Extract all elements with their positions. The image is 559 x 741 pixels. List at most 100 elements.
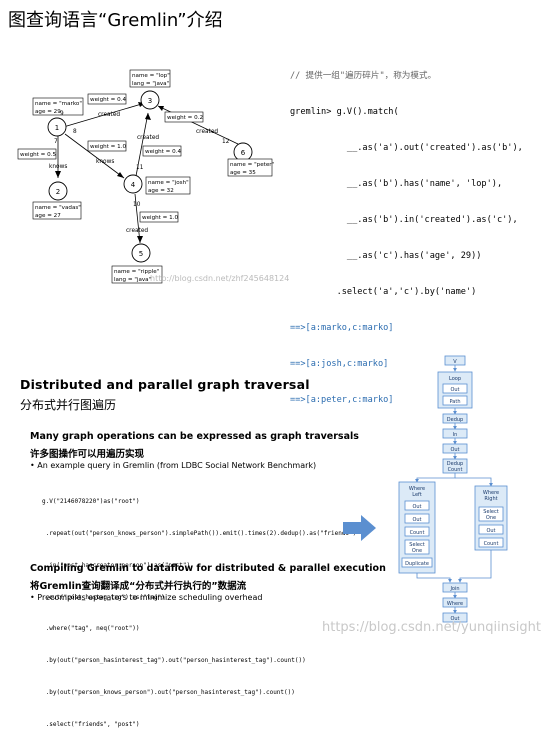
- right-item-count-label: Count: [484, 541, 499, 547]
- left-item-out-1-label: Out: [412, 504, 421, 510]
- top-watermark: http://blog.csdn.net/zhf245648124: [150, 274, 290, 283]
- right-item-out: [478, 524, 504, 535]
- edge-8-weight: weight = 1.0: [90, 144, 126, 150]
- query-line: .repeat(out("person_knows_person").simpl…: [42, 529, 357, 537]
- edge-9-weight-box: [87, 93, 127, 105]
- vertex-3-prop-lang: lang = "java": [132, 81, 170, 87]
- vertex-5-prop-name: name = "ripple": [114, 269, 160, 275]
- edge-9-id: 9: [60, 111, 64, 117]
- query-line: .by(out("person_hasinterest_tag").out("p…: [42, 657, 306, 665]
- edge-7-weight-box: [17, 148, 57, 160]
- vertex-2-id: 2: [56, 188, 60, 196]
- node-out: [442, 443, 468, 454]
- node-in-label: In: [453, 432, 458, 438]
- vertex-3-prop-name: name = "lop": [132, 73, 170, 79]
- node-loop-out: [442, 383, 468, 394]
- where-right-label-2: Right: [484, 496, 497, 502]
- edge-arrow-11: [145, 113, 151, 120]
- code-result: ==>[a:josh,c:marko]: [290, 359, 389, 369]
- page-title: 图查询语言“Gremlin”介绍: [8, 10, 223, 31]
- edge-line-8: [64, 133, 125, 179]
- left-item-select-one: [404, 539, 430, 555]
- code-line: gremlin> g.V().match(: [290, 107, 399, 117]
- section1-heading-cn: 许多图操作可以用遍历实现: [30, 449, 145, 460]
- right-arrow-icon: [343, 515, 376, 541]
- bottom-watermark: https://blog.csdn.net/yunqiinsight: [322, 620, 541, 635]
- vertex-4-props-box: [145, 176, 191, 195]
- query-line: .out("post_hastag_tag").as("tag"): [42, 593, 165, 601]
- left-item-duplicate-label: Duplicate: [405, 561, 429, 567]
- right-item-select-label-1: Select: [483, 509, 498, 515]
- vertex-1: [47, 117, 67, 137]
- edge-12-weight: weight = 0.2: [167, 115, 203, 121]
- property-graph-diagram: 1 2 3 4 5 6 name = "marko" age = 29 name…: [17, 69, 275, 284]
- code-line: __.as('a').out('created').as('b'),: [290, 143, 523, 153]
- flow-arrow: [416, 573, 452, 583]
- slide-title: Distributed and parallel graph traversal: [20, 377, 310, 392]
- node-where-label: Where: [447, 601, 463, 607]
- node-loop-out-label: Out: [450, 387, 459, 393]
- bullet-1: • An example query in Gremlin (from LDBC…: [30, 461, 317, 470]
- vertex-3-id: 3: [148, 97, 152, 105]
- right-item-select-label-2: One: [486, 515, 496, 521]
- node-out-label: Out: [450, 447, 459, 453]
- code-line: .select('a','c').by('name'): [290, 287, 477, 297]
- node-join: [442, 582, 468, 593]
- vertex-5: [131, 243, 151, 263]
- vertex-6-id: 6: [241, 149, 246, 157]
- node-join-label: Join: [449, 586, 459, 592]
- right-item-select-one: [478, 506, 504, 522]
- edge-11-label: created: [137, 135, 159, 141]
- node-dedup: [442, 413, 468, 424]
- code-line: __.as('c').has('age', 29)): [290, 251, 482, 261]
- vertex-1-prop-name: name = "marko": [35, 101, 82, 107]
- vertex-4-prop-age: age = 32: [148, 188, 174, 194]
- vertex-4-prop-name: name = "josh": [148, 180, 189, 186]
- edge-10-id: 10: [133, 202, 141, 208]
- edge-line-9: [59, 102, 146, 129]
- code-comment: // 提供一组"遍历碎片"，称为模式。: [290, 71, 437, 81]
- bullet-2: • Precompiles operators to minimize sche…: [30, 593, 263, 602]
- section2-heading: Compiling Gremlin to dataflow for distri…: [30, 563, 386, 574]
- code-result: ==>[a:marko,c:marko]: [290, 323, 394, 333]
- node-dedup-count: [442, 458, 468, 474]
- vertex-4-id: 4: [131, 181, 136, 189]
- vertex-1-id: 1: [55, 124, 59, 132]
- vertex-2-prop-name: name = "vadas": [35, 205, 81, 211]
- code-line: __.as('b').in('created').as('c'),: [290, 215, 518, 225]
- bullet-2-text: Precompiles operators to minimize schedu…: [37, 593, 263, 602]
- dataflow-diagram: V Loop Out Path Dedup In Out Dedup Count…: [398, 355, 508, 623]
- vertex-5-id: 5: [139, 250, 143, 258]
- section2-heading-cn: 将Gremlin查询翻译成“分布式并行执行的”数据流: [30, 581, 247, 592]
- node-loop-path: [442, 395, 468, 406]
- edge-7-id: 7: [54, 139, 58, 145]
- vertex-3: [140, 90, 160, 110]
- edge-line-10: [134, 193, 141, 244]
- edge-11-id: 11: [136, 165, 144, 171]
- code-result: ==>[a:peter,c:marko]: [290, 395, 394, 405]
- right-item-out-label: Out: [486, 528, 495, 534]
- vertex-6-prop-age: age = 35: [230, 170, 256, 176]
- vertex-1-prop-age: age = 29: [35, 109, 61, 115]
- edge-7-weight: weight = 0.5: [20, 152, 56, 158]
- vertex-3-props-box: [129, 69, 171, 88]
- node-dedup-label: Dedup: [447, 417, 463, 423]
- gremlin-query: g.V("2146078220")as("root") .repeat(out(…: [42, 476, 356, 741]
- node-out-final-label: Out: [450, 616, 459, 622]
- node-out-final: [442, 612, 468, 623]
- vertex-1-props-box: [32, 97, 84, 116]
- left-item-count-label: Count: [410, 530, 425, 536]
- edge-10-weight: weight = 1.0: [142, 215, 178, 221]
- code-line: __.as('b').has('name', 'lop'),: [290, 179, 503, 189]
- edge-arrow-12: [158, 106, 164, 111]
- edge-8-id: 8: [73, 129, 77, 135]
- section1-heading: Many graph operations can be expressed a…: [30, 431, 359, 442]
- query-line: .where("tag", neq("root")): [42, 625, 140, 633]
- edge-12-label: created: [196, 129, 218, 135]
- where-right-label-1: Where: [483, 490, 499, 496]
- vertex-6-props-box: [227, 158, 273, 177]
- flow-arrow: [458, 550, 492, 583]
- edge-12-weight-box: [164, 111, 204, 123]
- edge-arrow-8: [117, 172, 124, 178]
- query-line: g.V("2146078220")as("root"): [42, 498, 140, 506]
